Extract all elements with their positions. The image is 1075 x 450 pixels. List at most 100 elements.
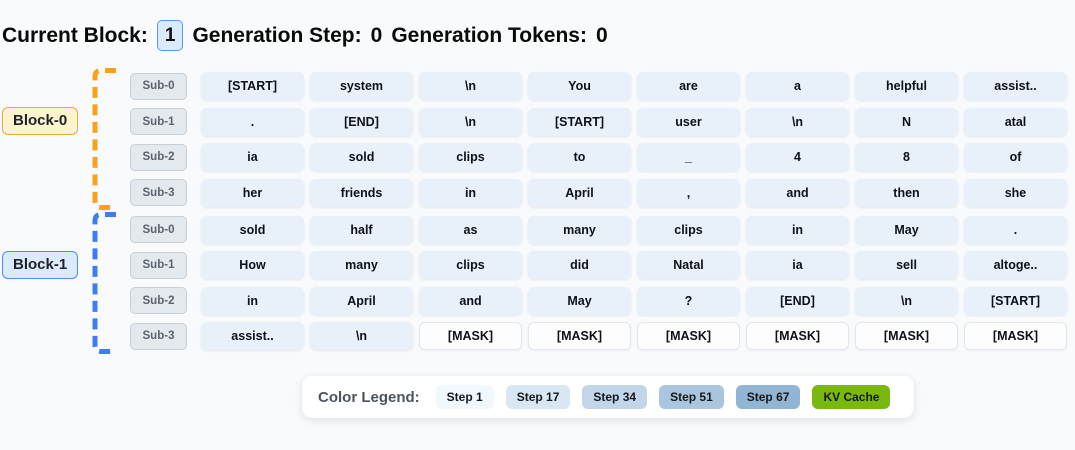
token-cell: sold	[201, 215, 304, 244]
token-cell: in	[746, 215, 849, 244]
mask-token-cell: [MASK]	[855, 322, 958, 350]
token-cell: are	[637, 72, 740, 100]
token-cell: \n	[419, 107, 522, 136]
token-cell: user	[637, 107, 740, 136]
token-cell: May	[855, 215, 958, 244]
legend-chip: Step 51	[659, 385, 724, 409]
token-cell: ,	[637, 178, 740, 207]
token-cell: clips	[419, 251, 522, 279]
token-cell: N	[855, 107, 958, 136]
mask-token-cell: [MASK]	[746, 322, 849, 350]
token-cell: to	[528, 143, 631, 171]
legend-chip: KV Cache	[812, 385, 891, 409]
mask-token-cell: [MASK]	[419, 322, 522, 350]
token-cell: in	[419, 178, 522, 207]
token-cell: [END]	[310, 107, 413, 136]
token-cell: clips	[419, 143, 522, 171]
current-block-label: Current Block:	[2, 23, 148, 47]
sub-label: Sub-3	[130, 179, 187, 206]
mask-token-cell: [MASK]	[528, 322, 631, 350]
generation-tokens-label: Generation Tokens:	[391, 23, 587, 47]
token-cell: _	[637, 143, 740, 171]
legend-chip: Step 1	[435, 385, 494, 409]
sub-label: Sub-1	[130, 108, 187, 135]
token-cell: [START]	[201, 72, 304, 100]
token-cell: 4	[746, 143, 849, 171]
token-cell: .	[201, 107, 304, 136]
token-cell: her	[201, 178, 304, 207]
sub-label: Sub-2	[130, 143, 187, 171]
sub-row: Sub-3 assist..\n[MASK][MASK][MASK][MASK]…	[130, 322, 1075, 350]
block-label: Block-0	[2, 107, 79, 135]
token-cell: many	[528, 215, 631, 244]
token-cell: [END]	[746, 286, 849, 315]
token-cell: sell	[855, 251, 958, 279]
token-cell: sold	[310, 143, 413, 171]
sub-label: Sub-1	[130, 251, 187, 279]
token-cell: 8	[855, 143, 958, 171]
token-cell: did	[528, 251, 631, 279]
token-cell: many	[310, 251, 413, 279]
mask-token-cell: [MASK]	[964, 322, 1067, 350]
token-cell: she	[964, 178, 1067, 207]
token-cell: then	[855, 178, 958, 207]
token-cell: [START]	[528, 107, 631, 136]
token-cell: \n	[746, 107, 849, 136]
current-block-badge: 1	[156, 20, 184, 51]
token-cell: system	[310, 72, 413, 100]
token-cell: assist..	[964, 72, 1067, 100]
token-cell: of	[964, 143, 1067, 171]
token-cell: [START]	[964, 286, 1067, 315]
token-cell: clips	[637, 215, 740, 244]
legend-title: Color Legend:	[318, 388, 420, 406]
sub-label: Sub-3	[130, 322, 187, 350]
token-cell: \n	[855, 286, 958, 315]
token-cell: \n	[310, 322, 413, 350]
token-cell: and	[746, 178, 849, 207]
block-bracket-icon	[92, 68, 116, 210]
token-cell: atal	[964, 107, 1067, 136]
token-cell: assist..	[201, 322, 304, 350]
token-cell: How	[201, 251, 304, 279]
token-cell: \n	[419, 72, 522, 100]
token-cell: in	[201, 286, 304, 315]
status-bar: Current Block: 1 Generation Step: 0 Gene…	[2, 20, 608, 51]
legend-chip: Step 34	[582, 385, 648, 409]
generation-tokens-value: 0	[595, 23, 608, 47]
token-cell: You	[528, 72, 631, 100]
block-bracket-icon	[92, 211, 116, 354]
token-cell: a	[746, 72, 849, 100]
sub-label: Sub-2	[130, 287, 187, 314]
token-cell: ia	[746, 251, 849, 279]
token-cell: and	[419, 286, 522, 315]
token-cell: as	[419, 215, 522, 244]
token-cell: friends	[310, 178, 413, 207]
generation-step-value: 0	[370, 23, 383, 47]
sub-label: Sub-0	[130, 216, 187, 243]
token-cell: May	[528, 286, 631, 315]
token-cell: April	[528, 178, 631, 207]
block-label: Block-1	[2, 250, 79, 279]
token-cell: Natal	[637, 251, 740, 279]
token-cell: altoge..	[964, 251, 1067, 279]
token-cell: half	[310, 215, 413, 244]
mask-token-cell: [MASK]	[637, 322, 740, 350]
token-cell: ?	[637, 286, 740, 315]
token-cell: ia	[201, 143, 304, 171]
generation-step-label: Generation Step:	[192, 23, 362, 47]
sub-label: Sub-0	[130, 72, 187, 100]
